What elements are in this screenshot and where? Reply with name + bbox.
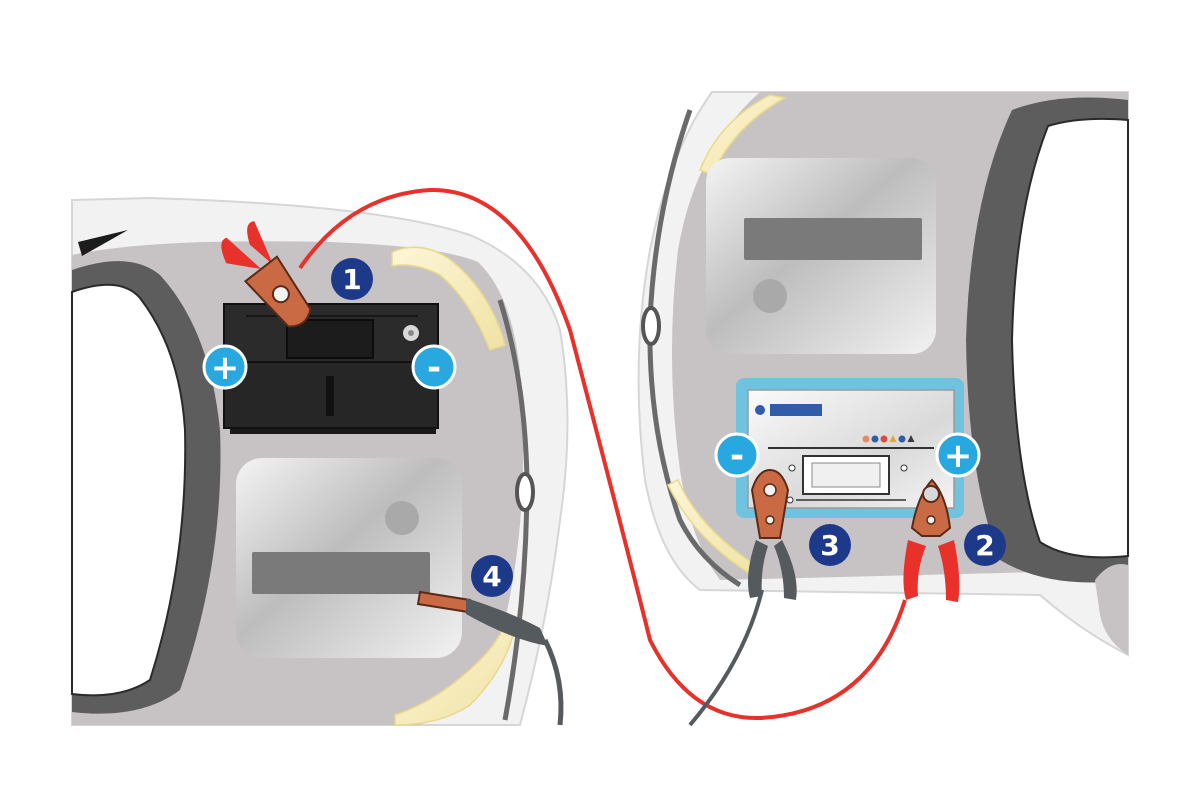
svg-text:1: 1 — [342, 263, 361, 296]
right-car — [637, 91, 1129, 657]
svg-text:+: + — [944, 436, 973, 476]
svg-text:+: + — [211, 348, 240, 388]
left-car — [71, 196, 569, 726]
left-engine-cover-cap — [385, 501, 419, 535]
booster-indicator-row — [862, 435, 915, 443]
svg-text:4: 4 — [482, 560, 501, 593]
booster-indicator — [889, 435, 897, 442]
step-badge-2: 2 — [964, 524, 1006, 566]
svg-text:-: - — [730, 436, 744, 476]
left-wiper-top — [78, 230, 128, 256]
right-negative-terminal-badge: - — [714, 432, 760, 478]
negative-cable — [688, 589, 764, 727]
step-badge-3: 3 — [809, 524, 851, 566]
booster-indicator — [862, 435, 870, 443]
booster-indicator — [871, 435, 879, 443]
negative-cable-lead — [542, 638, 564, 726]
svg-text:-: - — [427, 348, 441, 388]
step-badge-4: 4 — [471, 555, 513, 597]
right-side-marker — [641, 306, 661, 346]
positive-cable — [298, 187, 907, 721]
right-bumper-corner — [1095, 564, 1128, 655]
discharged-battery — [223, 303, 439, 434]
svg-text:2: 2 — [975, 529, 994, 562]
left-windshield-glass — [71, 283, 187, 697]
left-positive-terminal-badge: + — [202, 344, 248, 390]
booster-indicator — [907, 435, 915, 442]
left-negative-terminal-badge: - — [411, 344, 457, 390]
booster-indicator — [898, 435, 906, 443]
right-fender-line — [647, 109, 742, 588]
right-engine-cover-slot — [744, 218, 922, 260]
svg-text:3: 3 — [820, 529, 839, 562]
right-engine-cover-cap — [753, 279, 787, 313]
left-headlight — [391, 246, 506, 351]
right-windshield-glass — [1010, 117, 1129, 559]
booster-indicator — [880, 435, 888, 443]
clamp-2-positive — [903, 478, 960, 602]
clamp-1-positive — [221, 221, 312, 328]
clamp-4-ground — [416, 590, 548, 646]
left-engine-cover-slot — [252, 552, 430, 594]
left-side-marker — [515, 472, 535, 512]
right-headlight — [699, 94, 788, 176]
clamp-3-negative — [748, 468, 797, 600]
step-badge-1: 1 — [331, 258, 373, 300]
right-positive-terminal-badge: + — [935, 432, 981, 478]
booster-label-bar — [770, 404, 822, 416]
